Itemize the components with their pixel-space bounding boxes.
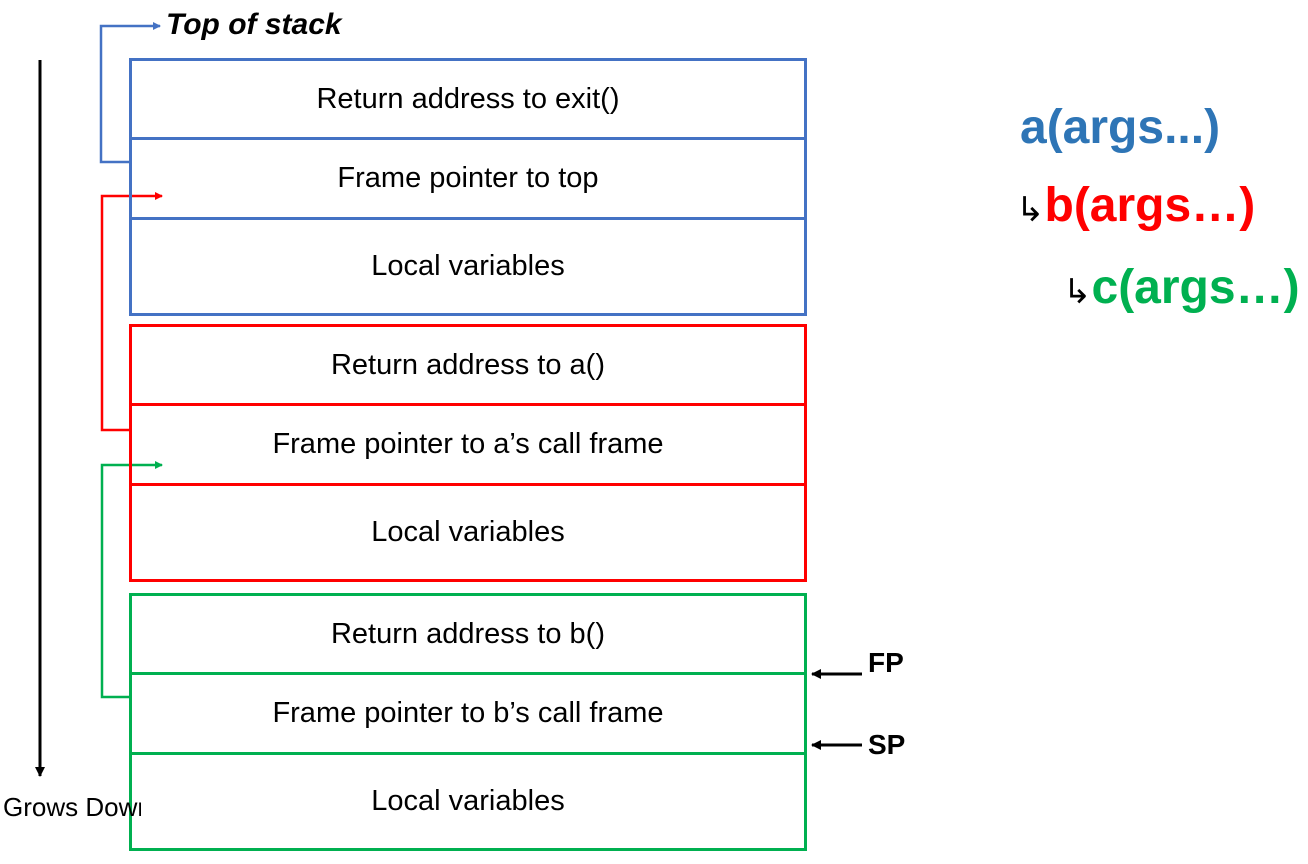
call-b-label: ↳b(args…) bbox=[1016, 178, 1255, 233]
call-a-text: a(args...) bbox=[1020, 101, 1221, 154]
call-frame-a: Return address to exit() Frame pointer t… bbox=[129, 58, 807, 316]
return-address-row: Return address to a() bbox=[132, 327, 804, 406]
local-variables-row: Local variables bbox=[371, 516, 565, 548]
call-frame-b: Return address to a() Frame pointer to a… bbox=[129, 324, 807, 582]
frame-pointer-row: Frame pointer to a’s call frame bbox=[132, 406, 804, 486]
call-a-label: a(args...) bbox=[1020, 100, 1220, 155]
call-c-label: ↳c(args…) bbox=[1063, 260, 1300, 315]
hook-arrow-icon: ↳ bbox=[1063, 273, 1092, 311]
grows-downward-label: Grows Downward bbox=[3, 792, 141, 822]
call-frame-c: Return address to b() Frame pointer to b… bbox=[129, 593, 807, 851]
top-of-stack-label: Top of stack bbox=[166, 8, 342, 41]
frame-pointer-row: Frame pointer to b’s call frame bbox=[132, 675, 804, 755]
sp-label: SP bbox=[868, 729, 906, 760]
red-frame-pointer-connector bbox=[100, 192, 163, 432]
green-frame-pointer-connector bbox=[100, 461, 163, 699]
local-variables-row: Local variables bbox=[371, 250, 565, 282]
local-variables-row: Local variables bbox=[371, 785, 565, 817]
blue-frame-pointer-connector bbox=[99, 22, 161, 164]
fp-label: FP bbox=[868, 647, 904, 678]
return-address-row: Return address to b() bbox=[132, 596, 804, 675]
frame-pointer-row: Frame pointer to top bbox=[132, 140, 804, 220]
call-c-text: c(args…) bbox=[1091, 261, 1300, 314]
return-address-row: Return address to exit() bbox=[132, 61, 804, 140]
call-b-text: b(args…) bbox=[1044, 179, 1256, 232]
hook-arrow-icon: ↳ bbox=[1016, 191, 1045, 229]
